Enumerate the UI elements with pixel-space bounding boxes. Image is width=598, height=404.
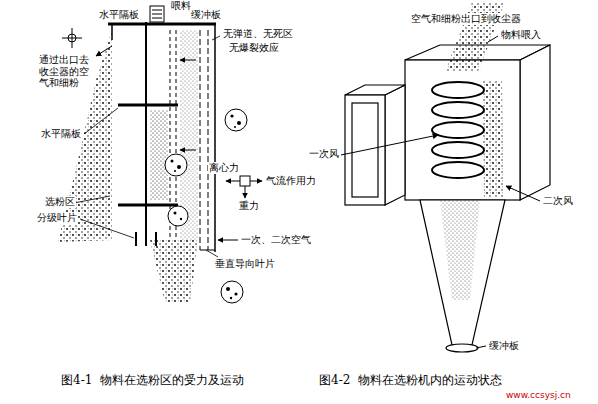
air-arrows <box>488 36 498 42</box>
force-diagram <box>245 186 246 198</box>
air-label: 一次、二次空气 <box>240 234 312 246</box>
separator-3d-body <box>446 344 478 352</box>
particle-dots <box>180 218 182 220</box>
separator-3d-body <box>520 45 550 200</box>
separator-housing <box>118 204 178 207</box>
part-label: 水平隔板 <box>98 9 140 21</box>
particle-magnifier <box>165 109 247 303</box>
spiral-flow <box>432 122 484 138</box>
leader-line <box>84 108 118 134</box>
air-arrows <box>341 36 540 348</box>
separator-housing <box>208 30 209 250</box>
outlet-label: 空气和细粉出口到收尘器 <box>410 13 522 25</box>
air-label: 二次风 <box>542 195 574 207</box>
material-plume <box>440 200 480 300</box>
particle-magnifier <box>225 109 247 131</box>
separator-housing <box>108 6 216 252</box>
powder-region <box>150 240 198 302</box>
flow-arrows <box>180 150 196 151</box>
spiral-flow <box>432 142 484 158</box>
force-label: 气流作用力 <box>265 175 317 187</box>
part-label: 水平隔板 <box>40 128 82 140</box>
left-crosshair <box>62 28 82 48</box>
leader-line <box>206 250 218 257</box>
particle-magnifier <box>221 281 243 303</box>
leader-line <box>212 36 220 40</box>
air-arrows <box>341 135 438 155</box>
air-arrows <box>506 186 540 201</box>
force-diagram <box>240 176 250 186</box>
spiral-flow <box>432 162 484 178</box>
separator-housing <box>145 22 147 246</box>
particle-dots <box>174 212 177 215</box>
feed-label: 喂料 <box>170 0 192 12</box>
separator-housing <box>200 250 215 251</box>
force-label: 重力 <box>238 200 260 212</box>
particle-dots <box>234 292 237 295</box>
flow-arrows <box>96 46 238 240</box>
particle-dots <box>237 121 241 125</box>
flow-arrows <box>96 46 112 56</box>
separator-housing <box>108 23 216 26</box>
force-diagram <box>226 181 240 182</box>
particle-dots <box>226 287 230 291</box>
separator-housing <box>152 18 162 19</box>
watermark: www.ccsysj.cn <box>505 390 572 400</box>
particle-magnifier <box>168 206 188 226</box>
part-label: 分级叶片 <box>36 212 78 224</box>
part-label: 缓冲板 <box>190 9 222 21</box>
part-label: 垂直导向叶片 <box>214 258 276 270</box>
material-plume <box>440 2 505 300</box>
separator-3d-body <box>405 45 550 352</box>
separator-housing <box>214 24 216 252</box>
leader-line <box>74 36 220 257</box>
particle-dots <box>230 114 233 117</box>
separator-housing <box>152 14 162 15</box>
particle-dots <box>171 160 174 163</box>
inlet-duct <box>345 85 405 95</box>
separator-housing <box>135 232 137 246</box>
separator-housing <box>152 10 162 11</box>
feature-note: 无弹道、无死区 <box>222 28 294 40</box>
separator-housing <box>111 24 113 40</box>
separator-housing <box>118 104 178 107</box>
air-arrows <box>476 346 486 348</box>
spiral-flow <box>432 82 484 98</box>
spiral-flow <box>432 82 484 178</box>
force-label: 离心力 <box>208 162 240 174</box>
flow-arrows <box>180 60 196 61</box>
separator-3d-body <box>405 60 520 200</box>
zone-label: 选粉区 <box>44 196 76 208</box>
separator-3d-body <box>420 200 505 345</box>
inlet-duct <box>345 85 405 205</box>
separator-housing <box>155 232 157 246</box>
figure-caption: 图4-2 物料在选粉机内的运动状态 <box>318 374 503 388</box>
particle-dots <box>230 297 232 299</box>
left-crosshair <box>72 28 73 48</box>
feature-note: 无爆裂效应 <box>228 42 280 54</box>
figure-caption: 图4-1 物料在选粉区的受力及运动 <box>60 374 245 388</box>
left-crosshair <box>68 34 76 42</box>
flow-arrows <box>218 240 238 241</box>
separator-housing <box>170 30 171 240</box>
material-plume <box>482 80 504 198</box>
particle-magnifier <box>165 154 187 176</box>
separator-housing <box>200 30 201 250</box>
outlet-note: 通过出口去收尘器的空气和细粉 <box>38 54 94 89</box>
feed-label: 物料喂入 <box>500 29 542 41</box>
force-diagram <box>226 176 262 198</box>
part-label: 缓冲板 <box>488 340 520 352</box>
leader-line <box>80 219 134 238</box>
particle-dots <box>171 114 242 299</box>
separator-housing <box>150 6 164 22</box>
particle-dots <box>174 170 176 172</box>
spiral-flow <box>432 102 484 118</box>
air-label: 一次风 <box>308 148 340 160</box>
powder-region <box>150 110 168 200</box>
particle-dots <box>234 126 236 128</box>
force-diagram <box>250 181 262 182</box>
leader-line <box>74 196 110 203</box>
particle-dots <box>177 165 181 169</box>
